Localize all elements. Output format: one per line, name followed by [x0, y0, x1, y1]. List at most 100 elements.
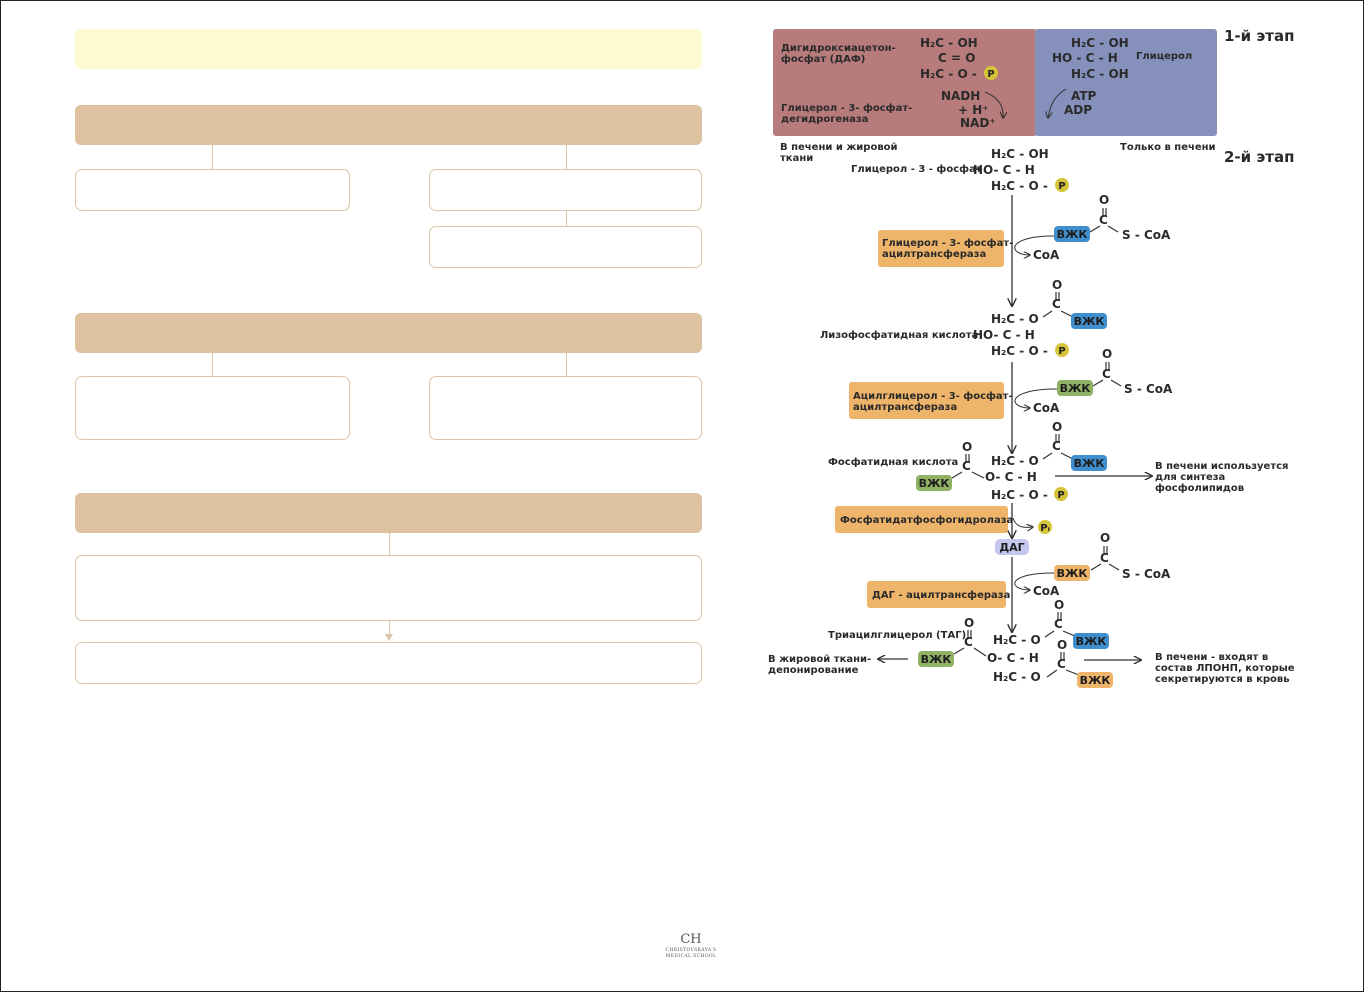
coa-label: CoA — [1033, 248, 1060, 262]
logo-text: MEDICAL SCHOOL — [665, 954, 717, 959]
fatty-acid-blue — [1071, 313, 1107, 329]
fatty-acid-green — [916, 475, 952, 491]
answer-box-2b[interactable] — [429, 376, 702, 440]
pa-fate-label: фосфолипидов — [1155, 482, 1244, 494]
enzyme-box-dag-acyltransferase — [867, 581, 1006, 608]
answer-box-3b[interactable] — [75, 642, 702, 684]
glycerol-formula: H₂C - OH — [1071, 36, 1129, 50]
ester-carbon: C — [1052, 297, 1061, 311]
g3p-dehydrogenase-label: дегидрогеназа — [781, 114, 868, 125]
acyl-coa-carbon: C — [1100, 551, 1109, 565]
connector-line — [212, 145, 213, 169]
answer-box-1c[interactable] — [429, 226, 702, 268]
pa-name: Фосфатидная кислота — [828, 456, 958, 468]
ester-oxygen: O — [964, 616, 974, 630]
lpa-formula: HO- C - H — [973, 328, 1035, 342]
phosphate-icon — [1038, 520, 1052, 534]
g3p-name: Глицерол - 3 - фосфат — [851, 163, 982, 175]
atp-label: ATP — [1071, 89, 1097, 103]
tag-fate-adipose: депонирование — [768, 665, 859, 676]
enzyme-acylglycerol-acyltransferase: ацилтрансфераза — [853, 401, 957, 413]
enzyme-box-g3p-acyltransferase — [878, 230, 1004, 267]
bond — [973, 647, 987, 657]
fatty-acid-badge: ВЖК — [1073, 633, 1109, 649]
stage1-liver-adipose-panel — [773, 29, 1037, 136]
bond — [1044, 630, 1055, 638]
coa-release-arrow-icon — [1014, 235, 1055, 255]
lpa-formula: H₂C - O — [991, 312, 1039, 326]
fatty-acid-label: ВЖК — [919, 477, 950, 490]
g3p-formula: HO- C - H — [973, 163, 1035, 177]
glycerol-name: Глицерол — [1136, 51, 1192, 62]
answer-box-3a[interactable] — [75, 555, 702, 621]
section-bar-3 — [75, 493, 702, 533]
fatty-acid-label: ВЖК — [1080, 674, 1111, 687]
phosphate-icon — [1055, 343, 1069, 357]
dag-badge: ДАГ — [995, 539, 1029, 555]
adp-label: ADP — [1064, 103, 1092, 117]
ester-carbon: C — [1054, 617, 1063, 631]
inorganic-phosphate-badge: Pᵢ — [1038, 520, 1052, 534]
nad-label: NAD⁺ — [960, 116, 996, 130]
fatty-acid-badge: ВЖК — [1071, 455, 1107, 471]
dag-pill — [995, 539, 1029, 555]
dap-name: Дигидроксиацетон- — [781, 43, 896, 54]
pa-formula: O- C - H — [985, 470, 1037, 484]
answer-box-1a[interactable] — [75, 169, 350, 211]
ester-carbon: C — [1052, 439, 1061, 453]
lpa-name: Лизофосфатидная кислота — [820, 329, 978, 341]
worksheet-title-bar[interactable] — [75, 29, 702, 69]
g3p-dehydrogenase-label: Глицерол - 3- фосфат- — [781, 102, 912, 114]
ester-oxygen: O — [1052, 420, 1062, 434]
bond — [1060, 310, 1074, 318]
section-bar-2 — [75, 313, 702, 353]
connector-line — [389, 621, 390, 634]
ester-oxygen: O — [1052, 278, 1062, 292]
pi-release-arrow-icon — [1012, 517, 1033, 527]
connector-line — [389, 533, 390, 555]
fatty-acid-badge: ВЖК — [918, 651, 954, 667]
stage2-title: 2-й этап — [1224, 148, 1294, 166]
bond — [1107, 225, 1119, 233]
acyl-coa-oxygen: O — [1099, 193, 1109, 207]
fatty-acid-blue — [1054, 226, 1090, 242]
bond — [1042, 452, 1053, 460]
bond — [1065, 669, 1080, 676]
enzyme-box-phosphatidate-phosphohydrolase — [835, 506, 1008, 533]
connector-line — [566, 353, 567, 376]
phosphate-badge: P — [1055, 178, 1069, 192]
fatty-acid-label: ВЖК — [1074, 315, 1105, 328]
dap-formula: H₂C - OH — [920, 36, 978, 50]
lpa-formula: H₂C - O - — [991, 344, 1048, 358]
answer-box-2a[interactable] — [75, 376, 350, 440]
answer-box-1b[interactable] — [429, 169, 702, 211]
ester-oxygen: O — [1054, 598, 1064, 612]
stage1-liver-only-panel — [1035, 29, 1217, 136]
school-logo: CH CHRISTOVSKAYA'S MEDICAL SCHOOL — [660, 932, 722, 960]
bond — [1089, 225, 1101, 233]
phosphate-label: P — [987, 69, 994, 80]
dap-formula: C = O — [938, 51, 975, 65]
coa-label: CoA — [1033, 401, 1060, 415]
phosphate-icon — [984, 66, 998, 80]
h-plus-label: + H⁺ — [958, 103, 989, 117]
nadh-label: NADH — [941, 89, 980, 103]
tag-fate-adipose: В жировой ткани- — [768, 654, 871, 665]
s-coa-label: S - CoA — [1122, 567, 1171, 581]
stage1-title: 1-й этап — [1224, 27, 1294, 45]
ester-carbon: C — [962, 459, 971, 473]
bond — [1042, 310, 1053, 318]
logo-text: CHRISTOVSKAYA'S — [665, 948, 717, 953]
enzyme-g3p-acyltransferase: Глицерол - 3- фосфат- — [882, 237, 1013, 249]
pa-fate-label: для синтеза — [1155, 472, 1225, 483]
bond — [1110, 379, 1122, 387]
bond — [1046, 669, 1058, 678]
bond — [1108, 563, 1120, 571]
fatty-acid-green — [1057, 380, 1093, 396]
tag-name: Триацилглицерол (ТАГ) — [828, 630, 966, 641]
fatty-acid-label: ВЖК — [1076, 635, 1107, 648]
pa-fate-label: В печени используется — [1155, 461, 1288, 472]
connector-line — [566, 145, 567, 169]
ester-carbon: C — [964, 635, 973, 649]
fatty-acid-blue — [1073, 633, 1109, 649]
